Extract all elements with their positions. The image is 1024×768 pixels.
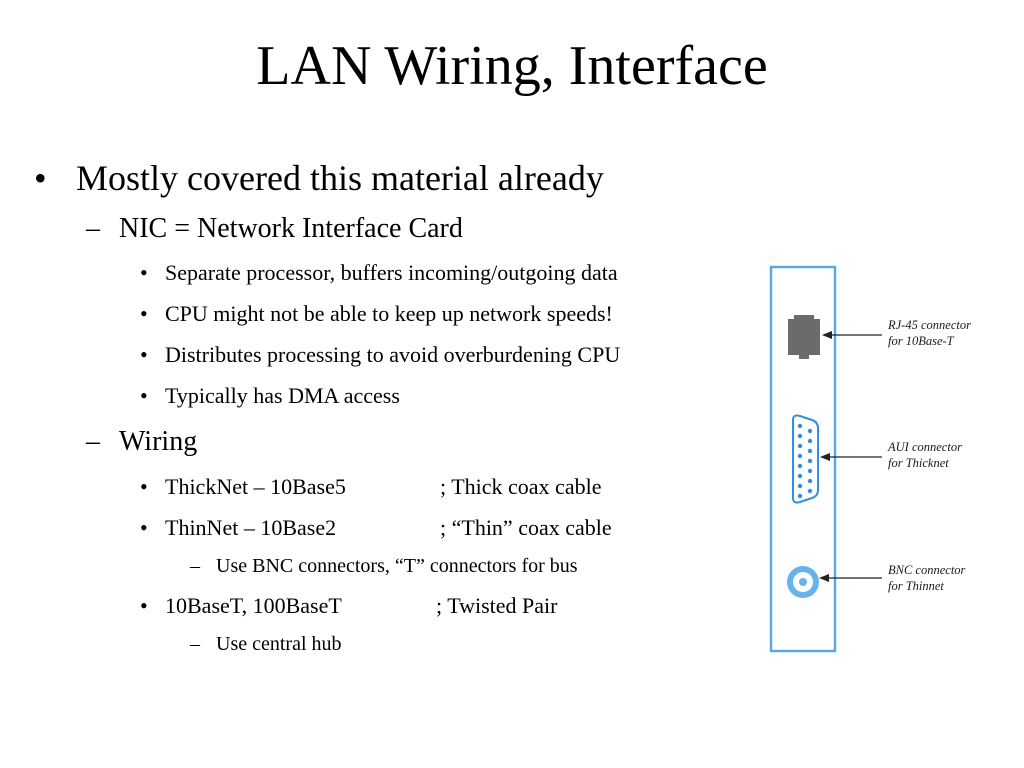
subbullet-text: NIC = Network Interface Card [119, 213, 463, 244]
bullet-text: Mostly covered this material already [76, 158, 604, 198]
detail-note: ; Twisted Pair [436, 593, 558, 618]
bullet-marker: • [140, 474, 148, 499]
rj45-label-line2: for 10Base-T [888, 334, 955, 348]
detail-text: Separate processor, buffers incoming/out… [165, 260, 618, 285]
nic-connector-diagram: RJ-45 connector for 10Base-T AUI connect… [769, 265, 971, 653]
detail-text: Distributes processing to avoid overburd… [165, 342, 621, 367]
rj45-label-line1: RJ-45 connector [887, 318, 971, 332]
bullet-marker: • [140, 383, 148, 408]
dash-marker: – [190, 633, 200, 655]
dash-marker: – [86, 426, 100, 457]
detail-note: ; Thick coax cable [440, 474, 602, 499]
detail-text: 10BaseT, 100BaseT [165, 593, 342, 618]
bullet-marker: • [140, 301, 148, 326]
slide-title: LAN Wiring, Interface [256, 35, 768, 97]
subdetail-text: Use BNC connectors, “T” connectors for b… [216, 555, 578, 577]
detail-text: ThinNet – 10Base2 [165, 515, 337, 540]
dash-marker: – [86, 213, 100, 244]
bnc-label-line2: for Thinnet [888, 579, 944, 593]
bnc-connector-icon [787, 566, 819, 598]
detail-note: ; “Thin” coax cable [440, 515, 612, 540]
bullet-marker: • [140, 593, 148, 618]
detail-text: ThickNet – 10Base5 [165, 474, 346, 499]
bullet-marker: • [34, 158, 47, 198]
detail-text: Typically has DMA access [165, 383, 400, 408]
dash-marker: – [190, 555, 200, 577]
subdetail-text: Use central hub [216, 633, 342, 655]
aui-label-line2: for Thicknet [888, 456, 949, 470]
aui-label-line1: AUI connector [887, 440, 962, 454]
detail-text: CPU might not be able to keep up network… [165, 301, 613, 326]
subbullet-text: Wiring [119, 426, 198, 457]
bullet-marker: • [140, 515, 148, 540]
bnc-label-line1: BNC connector [888, 563, 966, 577]
rj45-connector-icon [788, 315, 820, 359]
bullet-marker: • [140, 342, 148, 367]
bullet-marker: • [140, 260, 148, 285]
callout-arrows [819, 331, 882, 582]
aui-connector-icon [792, 414, 819, 504]
